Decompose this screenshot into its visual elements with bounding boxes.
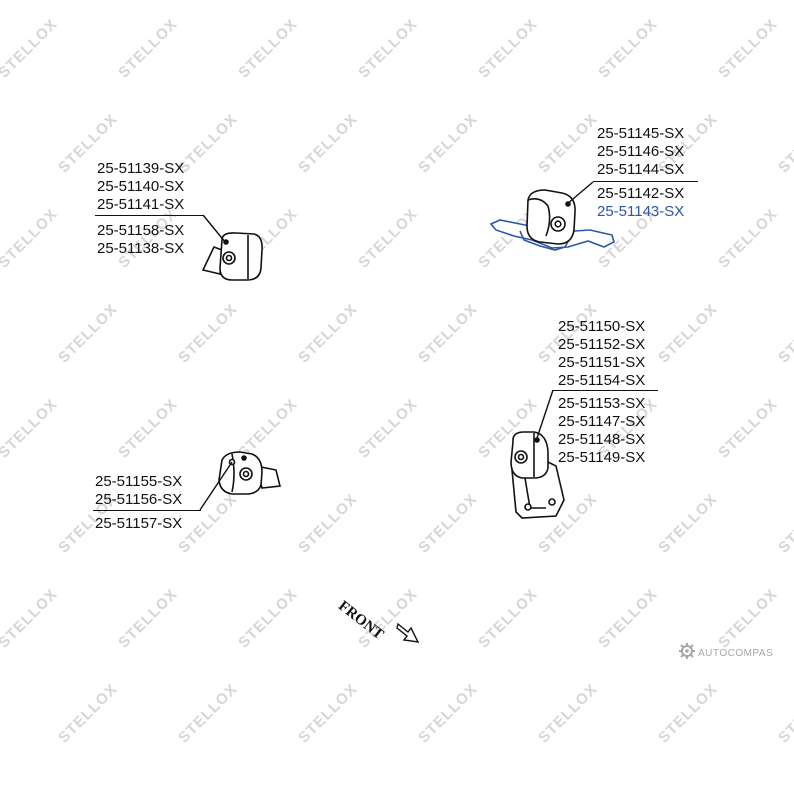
code-label: 25-51148-SX	[558, 431, 646, 448]
divider	[95, 215, 203, 216]
code-label: 25-51152-SX	[558, 336, 646, 353]
brand-watermark-label: AUTOCOMPAS	[698, 648, 774, 659]
code-label: 25-51155-SX	[95, 473, 183, 490]
divider	[93, 510, 201, 511]
divider	[553, 390, 658, 391]
mount-top-left	[201, 232, 263, 281]
divider	[593, 181, 698, 182]
code-label: 25-51158-SX	[97, 222, 185, 239]
code-label: 25-51157-SX	[95, 515, 183, 532]
gear-icon	[679, 643, 695, 659]
code-label: 25-51149-SX	[558, 449, 646, 466]
code-label: 25-51150-SX	[558, 318, 646, 335]
code-label: 25-51142-SX	[597, 185, 685, 202]
code-label: 25-51151-SX	[558, 354, 646, 371]
mount-mid-right	[510, 431, 565, 519]
code-label: 25-51144-SX	[597, 161, 685, 178]
code-label: 25-51154-SX	[558, 372, 646, 389]
code-label: 25-51146-SX	[597, 143, 685, 160]
code-label: 25-51140-SX	[97, 178, 185, 195]
leader-lines	[199, 181, 594, 511]
code-label: 25-51147-SX	[558, 413, 646, 430]
mount-top-right-body	[526, 189, 576, 245]
code-label: 25-51156-SX	[95, 491, 183, 508]
code-label: 25-51153-SX	[558, 395, 646, 412]
code-label: 25-51139-SX	[97, 160, 185, 177]
code-label: 25-51138-SX	[97, 240, 185, 257]
mount-bottom-left	[218, 451, 281, 495]
code-label: 25-51145-SX	[597, 125, 685, 142]
code-label: 25-51141-SX	[97, 196, 185, 213]
code-label-highlighted: 25-51143-SX	[597, 203, 685, 220]
front-arrow-icon	[396, 622, 420, 643]
